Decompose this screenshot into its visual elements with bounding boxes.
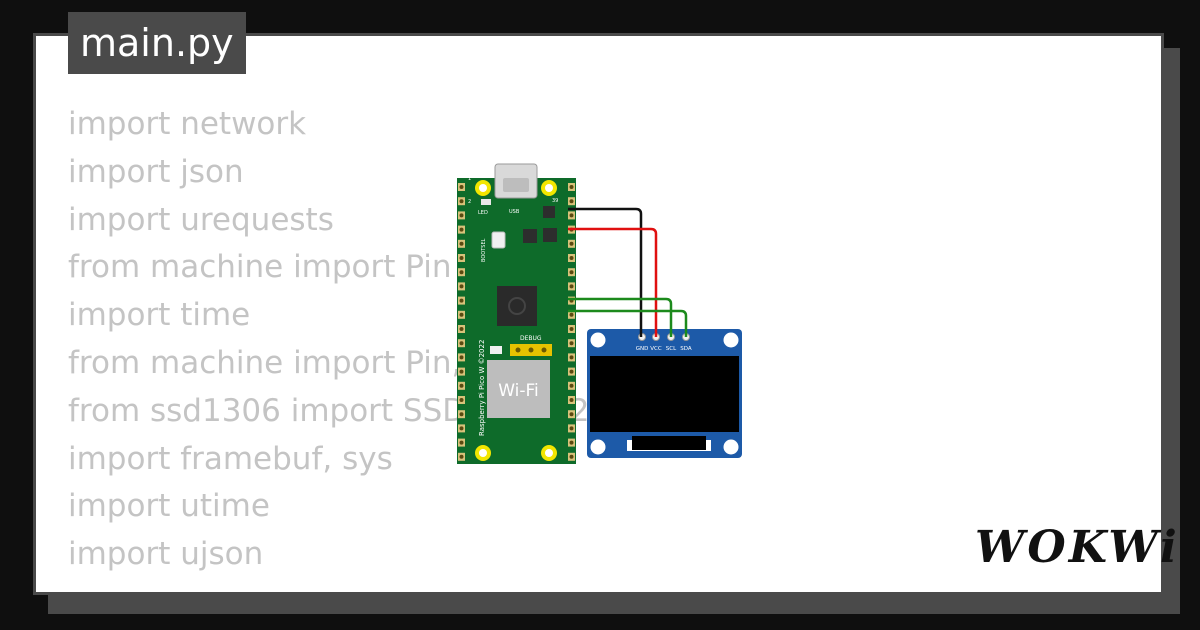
board-pin-hole [459,355,464,360]
board-pin-hole [569,270,574,275]
mount-hole-center [545,449,553,457]
model-text: Raspberry Pi Pico W ©2022 [478,340,486,436]
board-pin-hole [569,199,574,204]
board-pin-hole [459,298,464,303]
board-pin-hole [459,213,464,218]
wifi-label: Wi-Fi [498,381,539,401]
usb-port [503,178,529,192]
chip-small [543,206,555,218]
ssd1306-oled[interactable]: GND VCC SCL SDA [587,329,742,458]
board-pin-hole [459,270,464,275]
board-pin-hole [459,412,464,417]
code-line: import network [68,106,307,142]
wire-sda[interactable] [568,309,688,337]
board-pin-hole [459,440,464,445]
led [481,199,491,205]
board-pin-hole [569,454,574,459]
mount-holes [475,180,557,461]
debug-label: DEBUG [520,335,542,342]
oled-mount-hole [723,439,739,455]
board-pin-hole [459,426,464,431]
raspberry-logo-icon [508,297,526,315]
oled-mount-hole [723,332,739,348]
code-line: import time [68,297,251,334]
code-line: import utime [68,488,270,525]
usb-label: USB [509,209,520,215]
wokwi-logo[interactable]: WOKWi [975,522,1180,573]
code-line: import urequests [68,201,334,238]
pin-header-left [458,183,465,461]
board-pin-hole [459,398,464,402]
board-pin-hole [569,213,574,218]
preview-card [33,33,1164,595]
led-label: LED [478,210,488,216]
oled-connector [632,436,706,450]
board-pin-hole [569,412,574,417]
file-tab[interactable]: main.py [68,12,246,74]
board-pin-hole [459,327,464,331]
oled-pin-label: SDA [680,346,692,352]
mount-hole-center [545,184,553,192]
board-pin-hole [459,185,464,189]
wire-vcc[interactable] [568,227,658,337]
board-pin-hole [569,398,574,402]
board-pin-hole [569,284,574,289]
code-line: from machine import Pin [68,249,452,286]
pico-w-board[interactable]: LED USB 1 2 39 BOOTSEL DEBUG Wi-Fi Raspb… [457,163,576,464]
oled-mount-hole [590,332,606,348]
chip-small [543,228,557,242]
rp2040-chip [497,286,537,326]
board-pin-hole [459,341,464,346]
oled-pin-label: SCL [666,346,677,352]
oled-pin-label: VCC [650,346,662,352]
board-pin-hole [569,341,574,346]
board-pin-hole [459,256,464,260]
oled-pin-label: GND [636,346,649,352]
board-pin-hole [569,369,574,374]
mount-hole-center [479,184,487,192]
code-line: from machine import Pin, I2C [68,344,522,381]
board-pin-hole [569,185,574,189]
debug-pin [541,347,547,353]
chip-small [523,229,537,243]
debug-pin [528,347,534,353]
oled-screen [590,356,739,432]
board-pin-hole [569,312,574,317]
board-pin-hole [459,369,464,374]
oled-mount-hole [590,439,606,455]
board-pin-hole [459,284,464,289]
board-pin-hole [569,241,574,246]
board-pin-hole [459,241,464,246]
board-pin-hole [569,383,574,388]
pin2-label: 2 [468,199,471,205]
code-listing: import network import json import ureque… [68,101,611,579]
wifi-module [487,360,550,418]
board-pin-hole [459,227,464,232]
board-pin-hole [459,383,464,388]
small-component [490,346,502,354]
mount-hole-center [479,449,487,457]
board-pin-hole [569,327,574,331]
code-line: import ujson [68,536,264,573]
board-pin-hole [569,355,574,360]
bootsel-label: BOOTSEL [481,238,487,262]
board-pin-hole [569,440,574,445]
board-pin-hole [569,426,574,431]
board-pin-hole [459,312,464,317]
board-pin-hole [459,454,464,459]
wire-gnd[interactable] [568,207,643,337]
pin39-label: 39 [552,198,558,204]
code-line: import framebuf, sys [68,440,393,477]
bootsel-button[interactable] [491,231,506,249]
board-pin-hole [569,256,574,260]
debug-pin [515,347,521,353]
wire-scl[interactable] [568,297,673,337]
code-line: import json [68,153,244,190]
board-pin-hole [459,199,464,204]
pin1-label: 1 [468,176,471,182]
